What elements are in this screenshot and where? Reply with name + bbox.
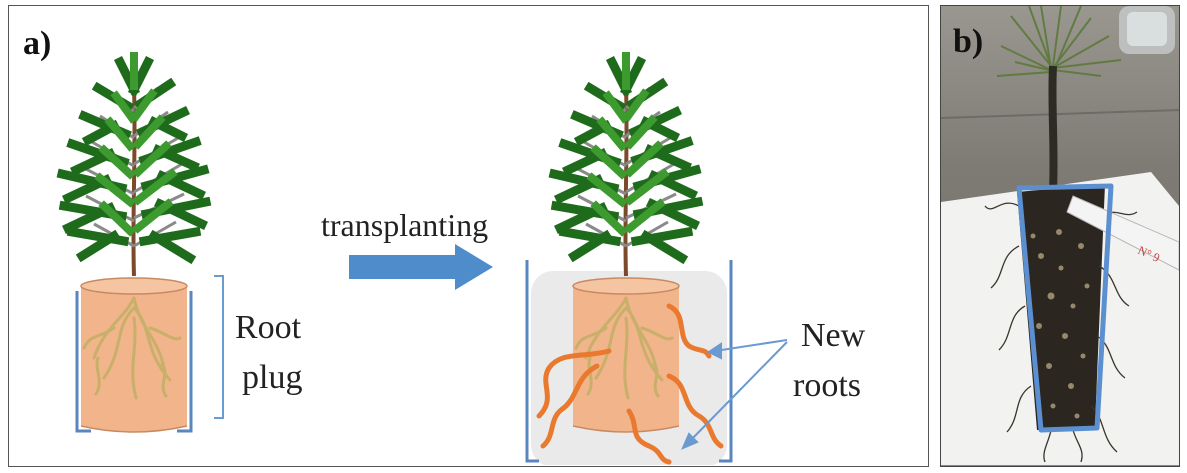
pine-seedling-right — [554, 56, 698, 276]
root-plug-bracket — [214, 276, 223, 418]
panel-b-svg: N° 9 b) — [941, 6, 1179, 465]
seedling-after: New roots — [527, 56, 866, 465]
root-plug — [81, 278, 187, 432]
pine-seedling-left — [62, 56, 206, 276]
panel-a-svg: a) Root plug transplanting — [9, 6, 927, 465]
seedling-stem-photo — [1052, 66, 1053, 191]
root-plug-label-line1: Root — [235, 309, 302, 346]
panel-b-label: b) — [953, 23, 983, 60]
transplanting-arrow: transplanting — [321, 207, 493, 290]
seedling-before: Root plug — [62, 56, 302, 432]
panel-a-diagram: a) Root plug transplanting — [8, 5, 929, 467]
new-roots-label-line1: New — [801, 317, 866, 354]
new-roots-label-line2: roots — [793, 367, 861, 404]
panel-b-photo: N° 9 b) — [940, 5, 1180, 467]
panel-a-label: a) — [23, 25, 51, 62]
root-plug-label-line2: plug — [242, 359, 302, 396]
transplanting-label: transplanting — [321, 207, 488, 243]
glass-jar — [1119, 6, 1175, 54]
